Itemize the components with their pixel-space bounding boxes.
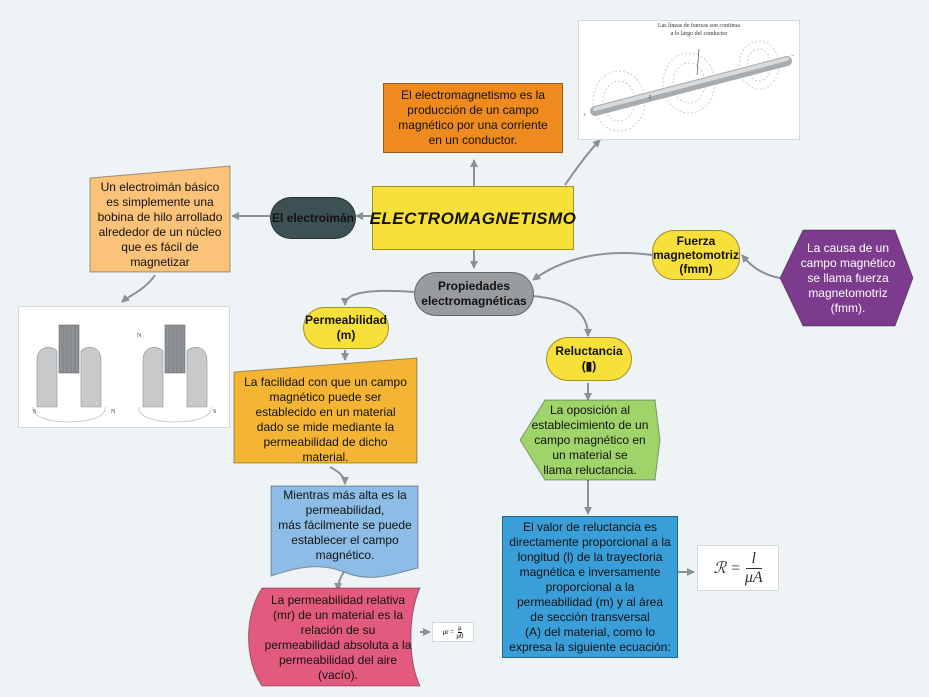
permeabilidad-desc-node[interactable]: La facilidad con que un campo magnético …	[244, 375, 407, 464]
electroiman-desc-shape	[89, 165, 231, 273]
reluctancia-valor-node[interactable]: El valor de reluctancia es directamente …	[502, 516, 678, 658]
connector-permdesc-mas	[329, 466, 349, 485]
permeabilidad-mas-node[interactable]: Mientras más alta es la permeabilidad, m…	[278, 487, 412, 562]
electromagnetismo-title[interactable]: ELECTROMAGNETISMO	[370, 186, 576, 250]
formula-reluctancia: ℛ = l μA	[697, 545, 779, 591]
magnet-left-n-label: N	[111, 409, 116, 415]
connector-propiedades-reluctancia	[532, 295, 592, 337]
electroiman-node[interactable]: El electroimán	[270, 197, 356, 239]
conductor-caption-2: a lo largo del conductor	[671, 31, 728, 37]
conductor-minus-sign: −	[791, 53, 795, 59]
permeabilidad-node[interactable]: Permeabilidad (m)	[303, 307, 389, 349]
permeabilidad-relativa-shape	[248, 587, 421, 687]
formula-mu-den: μ0	[456, 631, 464, 640]
permeabilidad-relativa-node[interactable]: La permeabilidad relativa (mr) de un mat…	[264, 593, 412, 682]
formula-reluctance-num: l	[745, 550, 762, 569]
reluctancia-desc-shape	[519, 399, 661, 481]
magnet-right-s-label: S	[213, 409, 216, 415]
connector-fmmdesc-fmm	[741, 254, 781, 279]
magnet-right: N S	[137, 324, 216, 415]
connector-fmm-propiedades	[532, 252, 653, 281]
magnet-right-n-label: N	[137, 333, 142, 339]
conductor-plus-sign: +	[583, 113, 587, 119]
fmm-node[interactable]: Fuerza magnetomotriz (fmm)	[652, 230, 740, 280]
conductor-field-image: Las líneas de fuerzas son continua a lo …	[578, 20, 800, 140]
connector-desc-magnet-image	[121, 274, 156, 303]
formula-mu-lhs: μr =	[442, 628, 455, 636]
formula-permeabilidad-relativa: μr = μ μ0	[432, 622, 474, 642]
electroiman-desc-node[interactable]: Un electroimán básico es simplemente una…	[97, 180, 223, 269]
formula-reluctance-lhs: ℛ =	[713, 560, 741, 577]
connector-mas-relativa	[334, 569, 346, 591]
formula-reluctance-den: μA	[744, 568, 763, 586]
connector-propiedades-permeabilidad	[341, 289, 415, 306]
magnet-left-s-label: S	[33, 409, 36, 415]
formula-mu-num: μ	[458, 623, 462, 633]
conductor-current-label: I	[649, 95, 651, 101]
fmm-desc-node[interactable]: La causa de un campo magnético se llama …	[800, 240, 896, 315]
propiedades-node[interactable]: Propiedades electromagnéticas	[414, 272, 534, 316]
definition-node[interactable]: El electromagnetismo es la producción de…	[383, 83, 563, 153]
connector-title-conductor-image	[564, 139, 601, 186]
reluctancia-node[interactable]: Reluctancia (▮)	[546, 337, 632, 381]
electromagnet-image: S N N S	[18, 306, 230, 428]
reluctancia-desc-node[interactable]: La oposición al establecimiento de un ca…	[531, 402, 649, 477]
fmm-desc-shape	[779, 229, 914, 327]
magnet-left: S N	[33, 324, 116, 415]
permeabilidad-desc-shape	[233, 357, 418, 464]
conductor-caption-1: Las líneas de fuerzas son continua	[658, 22, 740, 29]
permeabilidad-mas-shape	[270, 485, 419, 578]
